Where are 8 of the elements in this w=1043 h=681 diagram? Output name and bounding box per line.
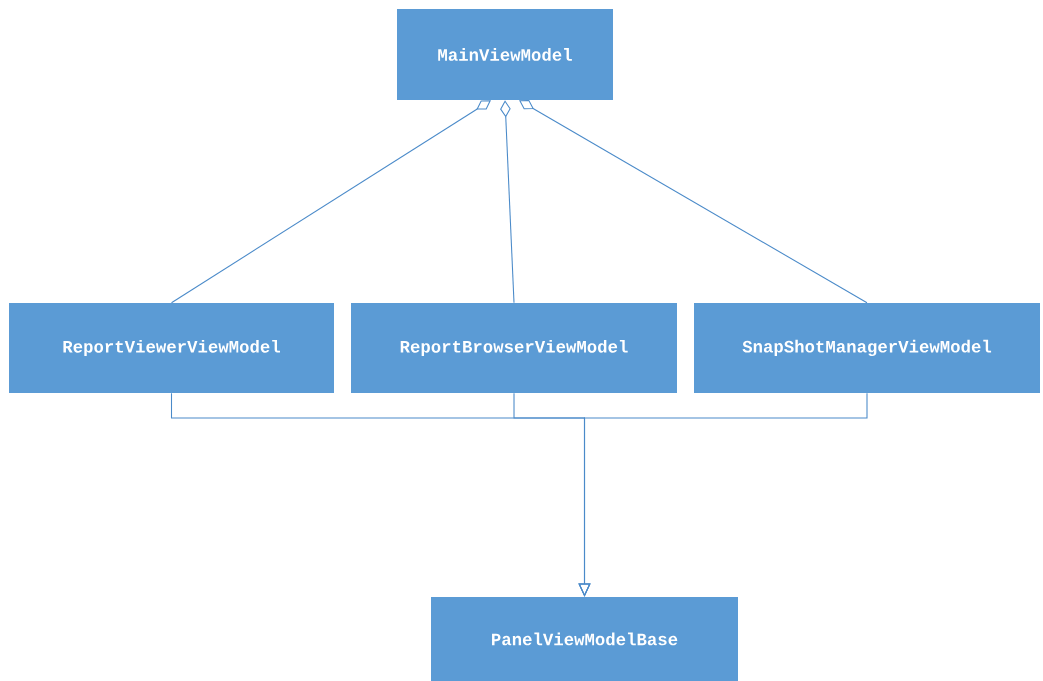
class-box: PanelViewModelBase <box>431 597 738 681</box>
aggregation-line <box>170 100 491 304</box>
aggregation-line <box>519 100 868 304</box>
class-box: ReportBrowserViewModel <box>351 303 677 393</box>
aggregation-line <box>500 100 515 304</box>
class-box: SnapShotManagerViewModel <box>694 303 1040 393</box>
class-box: MainViewModel <box>397 9 613 100</box>
class-box: ReportViewerViewModel <box>9 303 334 393</box>
